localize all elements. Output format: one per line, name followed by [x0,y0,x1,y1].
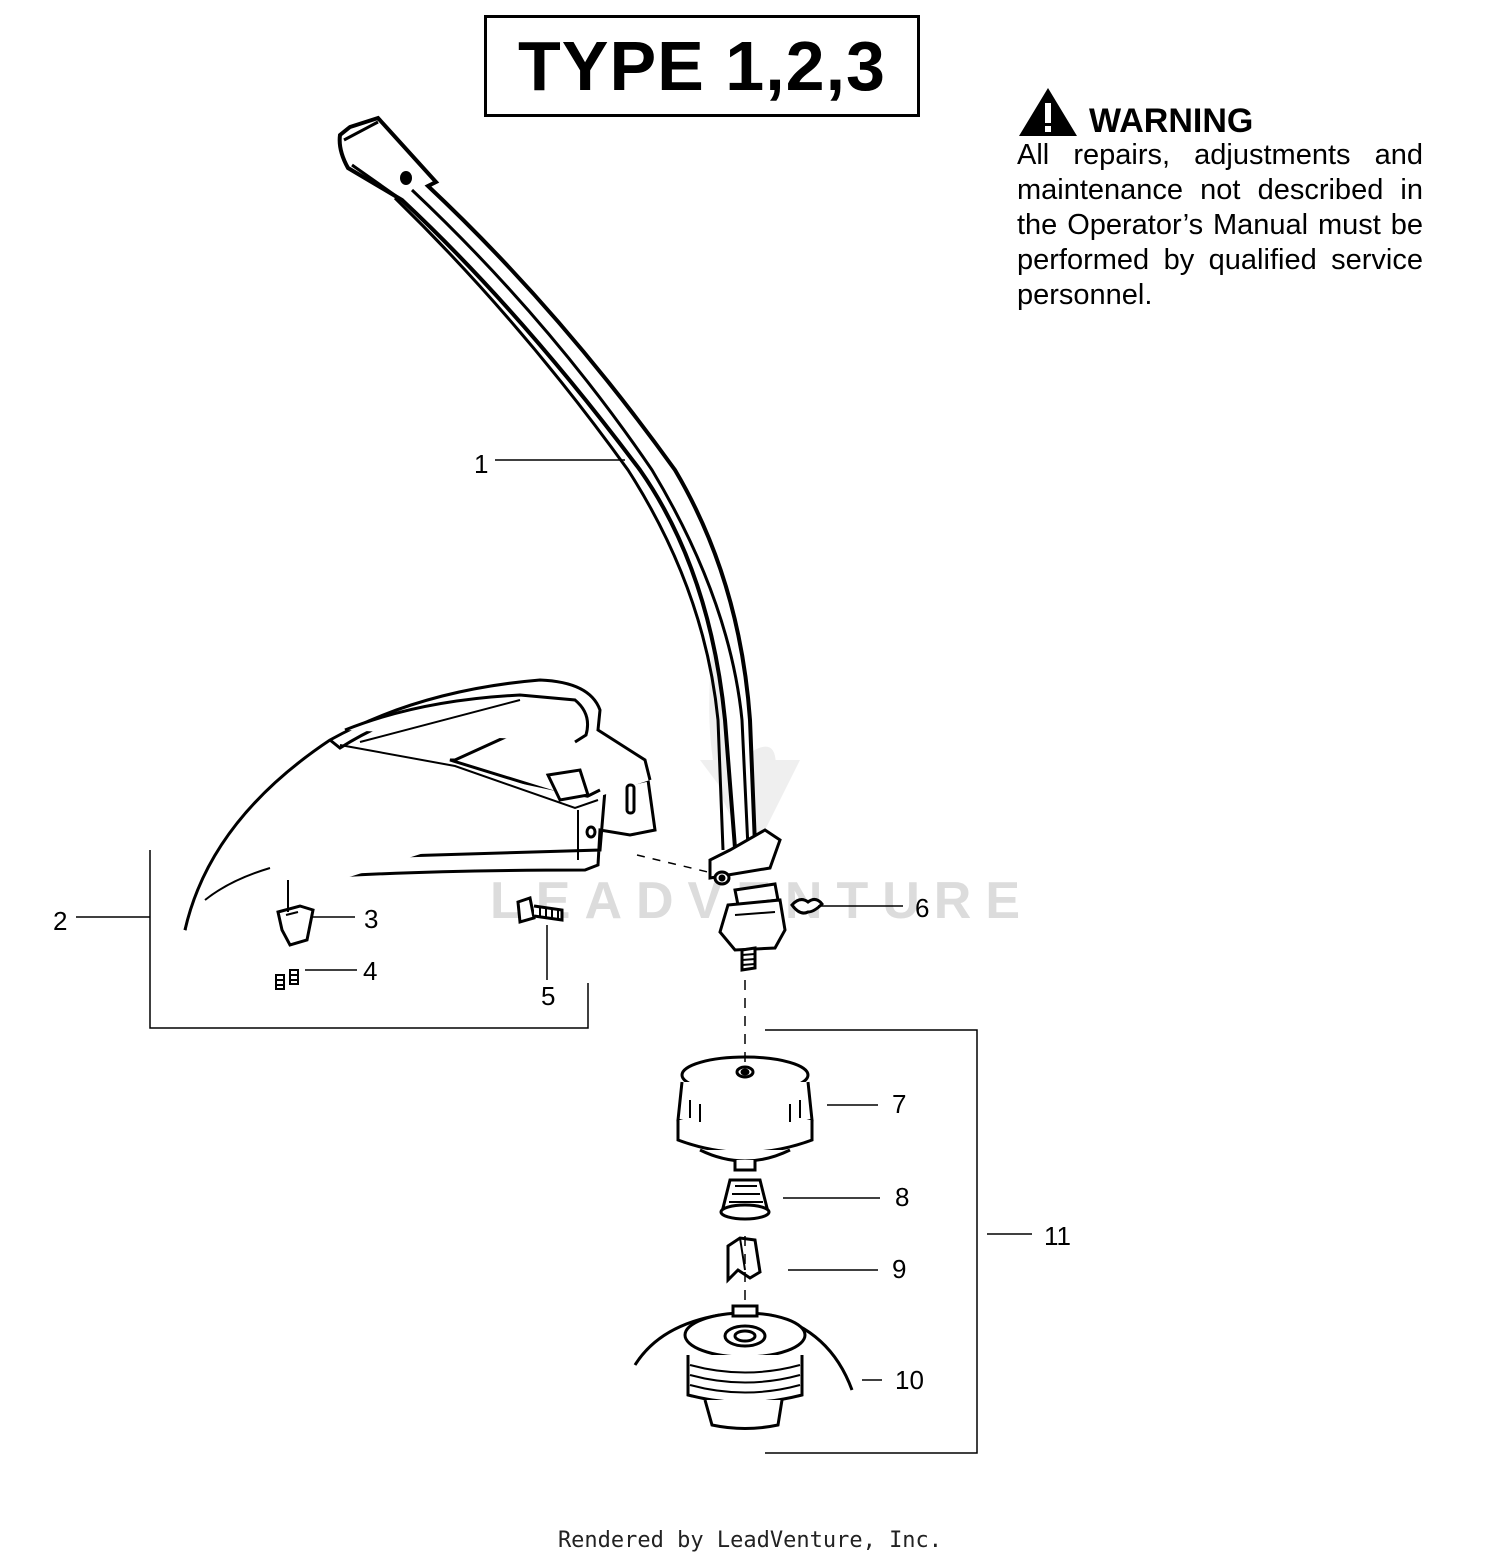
spring [719,1178,771,1221]
warning-heading: WARNING [1089,102,1254,140]
warning-body-text: All repairs, adjustments and maintenance… [1017,139,1423,311]
leader-lines [76,459,1032,1454]
callout-numbers: 1 2 3 4 5 6 7 8 9 10 11 [53,449,1071,1395]
rendered-by-footer: Rendered by LeadVenture, Inc. [557,1528,943,1553]
warning-triangle-icon [1019,88,1077,136]
shaft-tube [337,115,758,851]
callout-1: 1 [474,449,488,479]
carriage-bolt [516,896,564,924]
spool [633,1304,854,1430]
callout-5: 5 [541,981,555,1011]
callout-9: 9 [892,1254,906,1284]
wing-nut [790,897,824,915]
callout-11: 11 [1044,1221,1071,1251]
callout-6: 6 [915,893,929,923]
diagram-title-box: TYPE 1,2,3 [484,15,920,117]
guard-plate [276,880,315,947]
clamp-and-gearhead [708,828,787,972]
warning-header: WARNING [1017,82,1423,138]
diagram-title: TYPE 1,2,3 [518,27,886,105]
retainer-clip [726,1236,762,1284]
callout-10: 10 [895,1365,924,1395]
callout-3: 3 [364,904,378,934]
trimmer-head-cover [676,1055,814,1172]
screws [275,969,299,990]
trimmer-guard [183,678,657,931]
warning-notice: WARNING All repairs, adjustments and mai… [1017,82,1423,313]
callout-7: 7 [892,1089,906,1119]
callout-2: 2 [53,906,67,936]
callout-4: 4 [363,956,377,986]
callout-8: 8 [895,1182,909,1212]
